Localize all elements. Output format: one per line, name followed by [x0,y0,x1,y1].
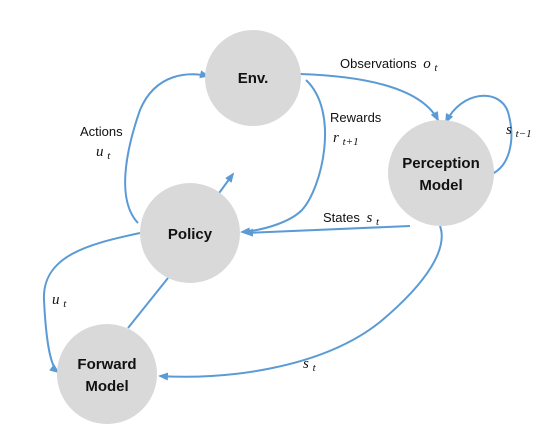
perception-forward-label: s t [303,356,317,374]
node-policy-label: Policy [168,226,213,243]
policy-forward-label: u t [52,292,67,310]
edge-perception-to-policy [243,225,411,237]
node-perception-model: Perception Model [388,120,494,226]
edge-env-to-perception [299,73,439,122]
policy-forward-symbol: u [52,292,60,308]
rewards-label: Rewards [330,110,382,125]
actions-symbol-base: u [96,144,104,160]
node-policy: Policy [140,183,240,283]
observations-subscript: t [434,62,438,74]
edge-perception-self-loop [445,94,513,177]
states-text: States [323,210,360,225]
node-env-label: Env. [238,70,269,87]
rewards-symbol: r t+1 [333,130,359,148]
edge-perception-to-forward [158,225,443,381]
states-symbol: s [366,210,372,226]
node-perception-label-line2: Model [419,177,462,194]
edge-policy-to-env [124,70,210,224]
edge-policy-to-forward [42,232,141,374]
self-loop-subscript: t−1 [516,128,532,140]
states-label: States s t [323,210,380,228]
observations-text: Observations [340,56,417,71]
perception-forward-subscript: t [313,362,317,374]
actions-subscript: t [107,150,111,162]
edge-forward-policy-link [127,277,169,329]
node-forward-model: Forward Model [57,324,157,424]
actions-label: Actions [80,124,123,139]
rewards-symbol-base: r [333,130,339,146]
states-subscript: t [376,216,380,228]
rewards-subscript: t+1 [343,136,359,148]
self-loop-label: s t−1 [506,122,532,140]
node-forward-label-line2: Model [85,378,128,395]
actions-symbol: u t [96,144,111,162]
edge-env-to-policy [240,79,326,236]
observations-symbol: o [423,56,431,72]
observations-label: Observations o t [340,56,438,74]
node-forward-label-line1: Forward [77,356,136,373]
perception-forward-symbol: s [303,356,309,372]
policy-forward-subscript: t [63,298,67,310]
node-perception-label-line1: Perception [402,155,480,172]
node-env: Env. [205,30,301,126]
self-loop-symbol: s [506,122,512,138]
